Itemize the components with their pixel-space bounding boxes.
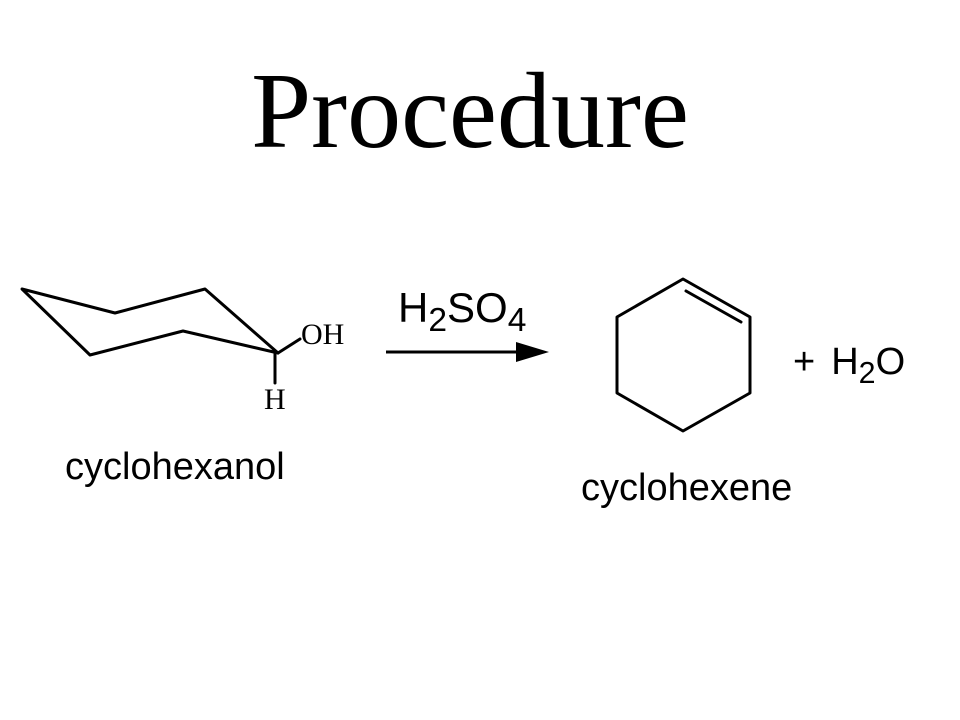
- reagent-h: H: [398, 284, 429, 331]
- reaction-arrow: [386, 342, 549, 362]
- plus-sign: +: [793, 341, 816, 383]
- product-name: cyclohexene: [581, 467, 793, 509]
- reagent-o-count: 4: [507, 302, 527, 340]
- oh-bond: [276, 337, 302, 355]
- reagent-so: SO: [447, 284, 508, 331]
- reagent-h-count: 2: [428, 302, 448, 340]
- water-h: H: [831, 341, 859, 383]
- hydrogen-label: H: [264, 383, 286, 416]
- double-bond-inner: [684, 289, 743, 324]
- hexagon-ring: [615, 277, 752, 433]
- water-o: O: [875, 341, 906, 383]
- byproduct-formula: + H2O: [793, 341, 906, 390]
- page-title: Procedure: [251, 52, 689, 171]
- reagent-formula: H2SO4: [398, 284, 526, 339]
- cyclohexene-structure: [615, 277, 752, 433]
- chair-ring: [20, 287, 280, 357]
- hydroxyl-label: OH: [301, 318, 345, 351]
- cyclohexanol-structure: [20, 287, 302, 385]
- water-h-count: 2: [858, 355, 876, 390]
- reactant-name: cyclohexanol: [65, 446, 285, 488]
